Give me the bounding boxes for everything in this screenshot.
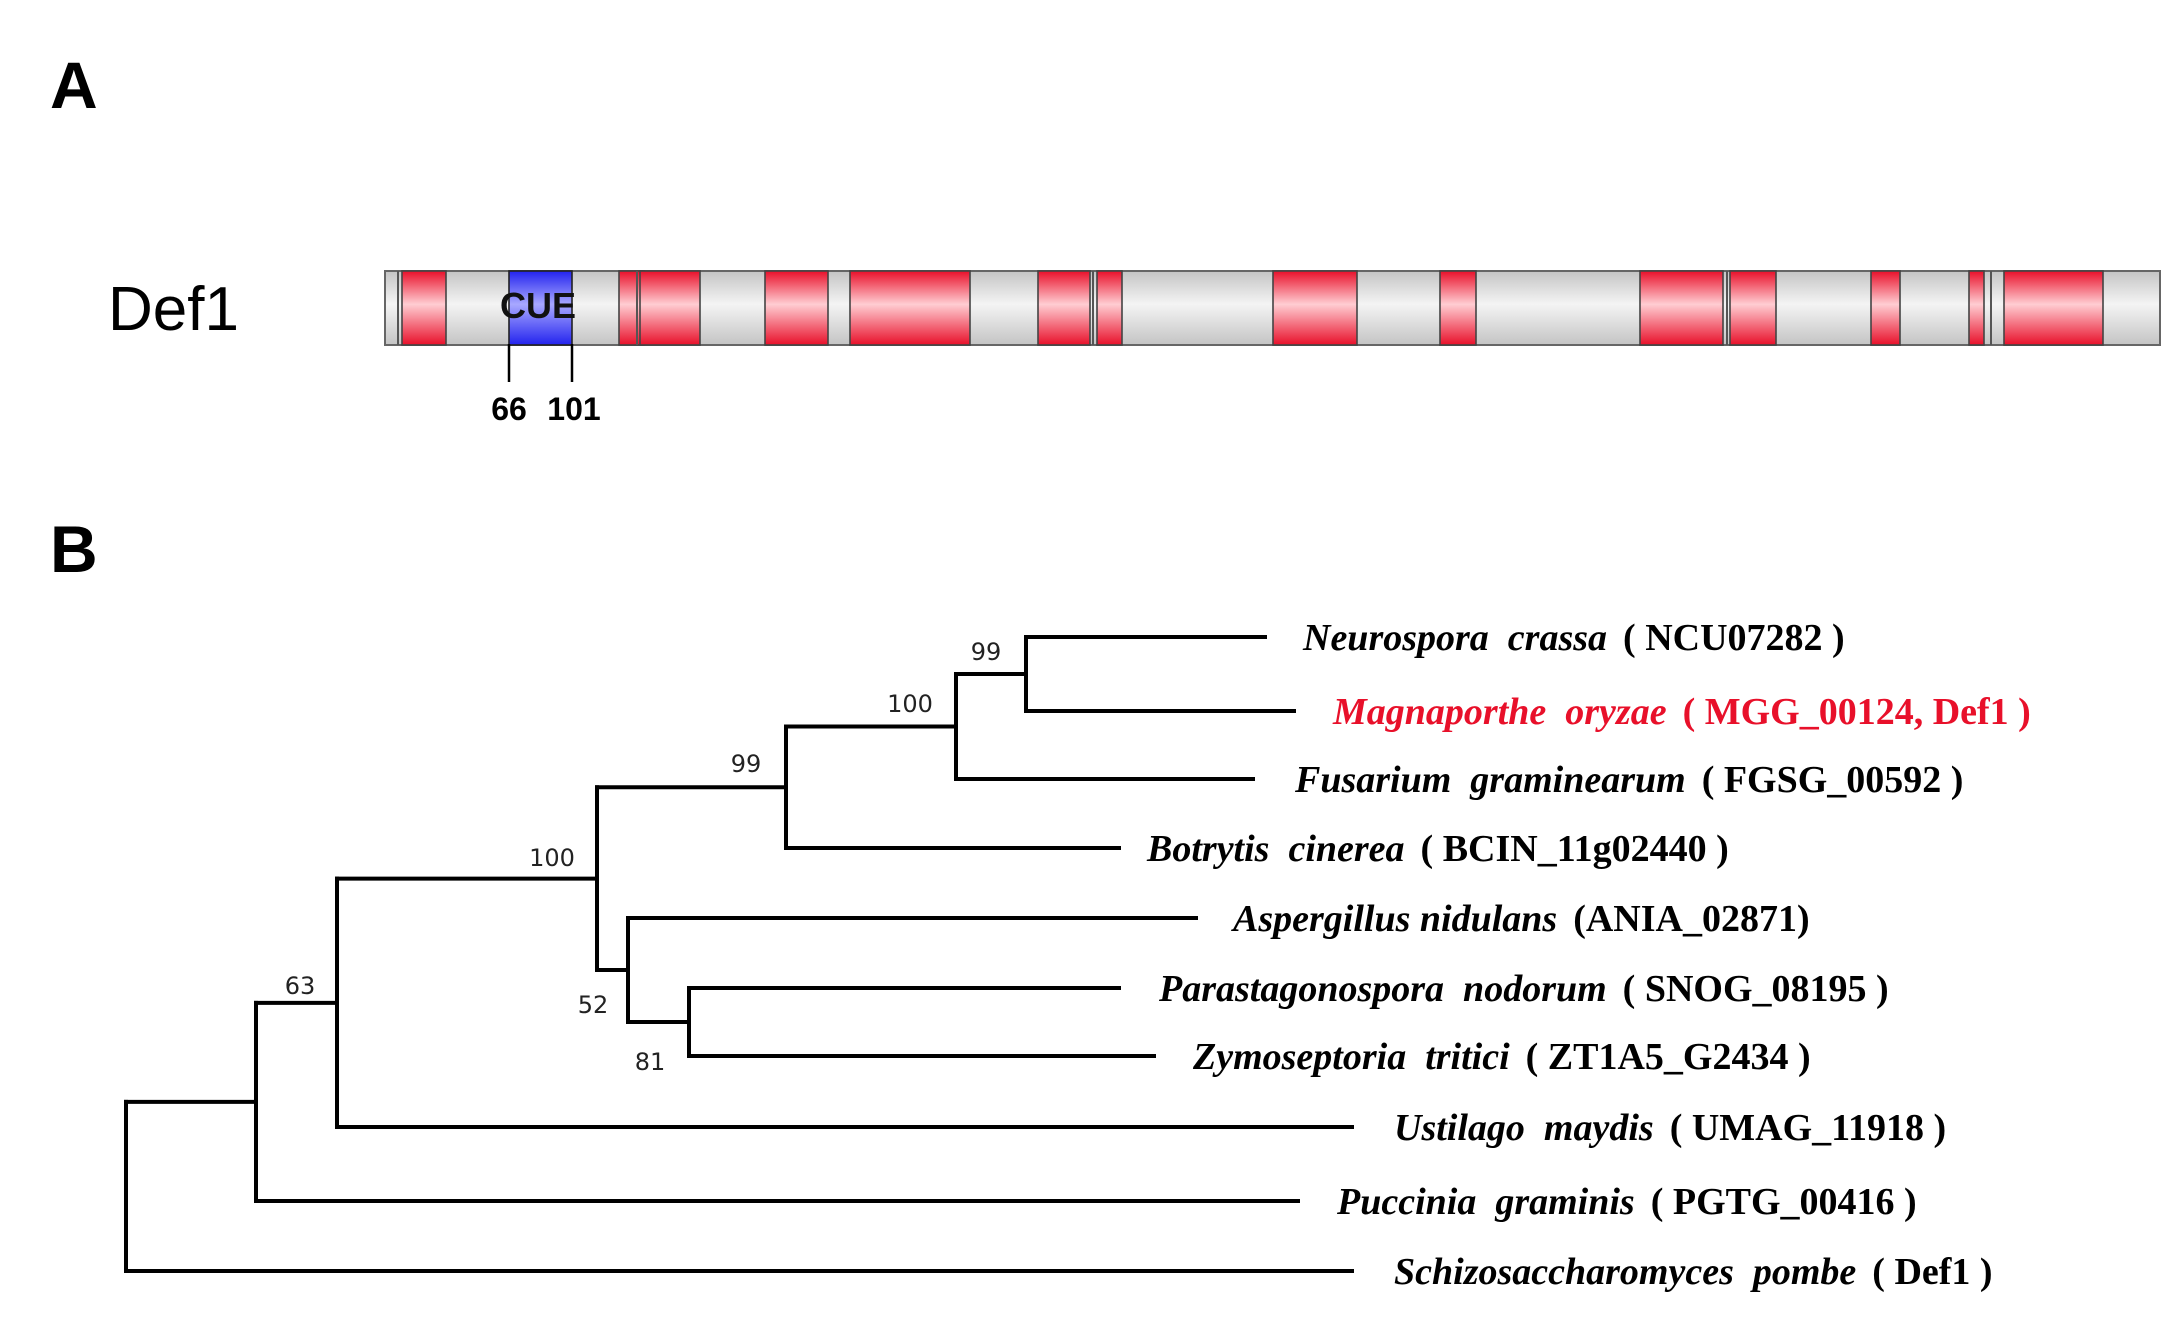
- protein-segment: [1439, 270, 1477, 346]
- taxon-label: Neurospora crassa ( NCU07282 ): [1302, 617, 1845, 659]
- taxon-label: Magnaporthe oryzae ( MGG_00124, Def1 ): [1332, 691, 2031, 733]
- taxon-id: ( NCU07282 ): [1623, 617, 1845, 659]
- bootstrap-value: 100: [529, 844, 575, 872]
- protein-segment: [1639, 270, 1724, 346]
- cue-domain: [508, 270, 573, 346]
- protein-segment: [849, 270, 971, 346]
- protein-domain-bar: [384, 270, 2161, 346]
- protein-segment: [401, 270, 447, 346]
- protein-segment: [1729, 270, 1777, 346]
- taxon-species: Botrytis cinerea: [1146, 828, 1405, 870]
- taxon-species: Neurospora crassa: [1302, 617, 1607, 659]
- taxon-id: ( SNOG_08195 ): [1623, 968, 1889, 1010]
- domain-start-label: 66: [491, 391, 527, 427]
- taxon-label: Parastagonospora nodorum ( SNOG_08195 ): [1158, 968, 1889, 1010]
- protein-segment: [1272, 270, 1358, 346]
- taxon-species: Aspergillus nidulans: [1231, 898, 1557, 940]
- phylogenetic-tree: [124, 635, 1354, 1273]
- domain-end-label: 101: [547, 391, 600, 427]
- taxon-id: ( ZT1A5_G2434 ): [1526, 1036, 1811, 1078]
- panel-b-label: B: [50, 512, 98, 586]
- taxon-label: Ustilago maydis ( UMAG_11918 ): [1394, 1107, 1946, 1149]
- taxon-species: Fusarium graminearum: [1294, 759, 1686, 801]
- taxon-id: (ANIA_02871): [1573, 898, 1809, 940]
- taxon-species: Magnaporthe oryzae: [1332, 691, 1667, 733]
- taxon-label: Fusarium graminearum ( FGSG_00592 ): [1294, 759, 1963, 801]
- bootstrap-values: 99 100 99 100 63 52 81: [285, 638, 1002, 1076]
- bootstrap-value: 100: [887, 690, 933, 718]
- taxon-label: Schizosaccharomyces pombe ( Def1 ): [1394, 1251, 1993, 1293]
- domain-label: CUE: [500, 285, 576, 326]
- protein-segment: [2003, 270, 2104, 346]
- taxon-species: Zymoseptoria tritici: [1192, 1036, 1510, 1078]
- protein-segment: [639, 270, 701, 346]
- taxon-label: Puccinia graminis ( PGTG_00416 ): [1336, 1181, 1917, 1223]
- taxon-species: Parastagonospora nodorum: [1158, 968, 1607, 1010]
- taxon-id: ( FGSG_00592 ): [1702, 759, 1964, 801]
- protein-segment: [764, 270, 829, 346]
- bootstrap-value: 52: [578, 991, 609, 1019]
- taxon-id: ( UMAG_11918 ): [1670, 1107, 1947, 1149]
- taxon-id: ( BCIN_11g02440 ): [1421, 828, 1729, 870]
- protein-segment: [1870, 270, 1901, 346]
- bootstrap-value: 81: [635, 1048, 666, 1076]
- taxon-species: Ustilago maydis: [1394, 1107, 1654, 1149]
- protein-segment: [1096, 270, 1123, 346]
- panel-a-label: A: [50, 48, 98, 122]
- taxon-id: ( PGTG_00416 ): [1651, 1181, 1917, 1223]
- protein-name: Def1: [108, 275, 239, 344]
- bootstrap-value: 63: [285, 972, 316, 1000]
- taxon-id: ( Def1 ): [1872, 1251, 1992, 1293]
- protein-segment: [1037, 270, 1091, 346]
- taxon-label: Zymoseptoria tritici ( ZT1A5_G2434 ): [1192, 1036, 1811, 1078]
- taxon-labels: Neurospora crassa ( NCU07282 ) Magnaporthe…: [1146, 617, 2031, 1293]
- taxon-label: Botrytis cinerea ( BCIN_11g02440 ): [1146, 828, 1729, 870]
- taxon-label: Aspergillus nidulans (ANIA_02871): [1231, 898, 1810, 940]
- bootstrap-value: 99: [971, 638, 1002, 666]
- taxon-species: Puccinia graminis: [1336, 1181, 1635, 1223]
- protein-segment: [1968, 270, 1985, 346]
- taxon-species: Schizosaccharomyces pombe: [1394, 1251, 1856, 1293]
- taxon-id: ( MGG_00124, Def1 ): [1683, 691, 2031, 733]
- bootstrap-value: 99: [731, 750, 762, 778]
